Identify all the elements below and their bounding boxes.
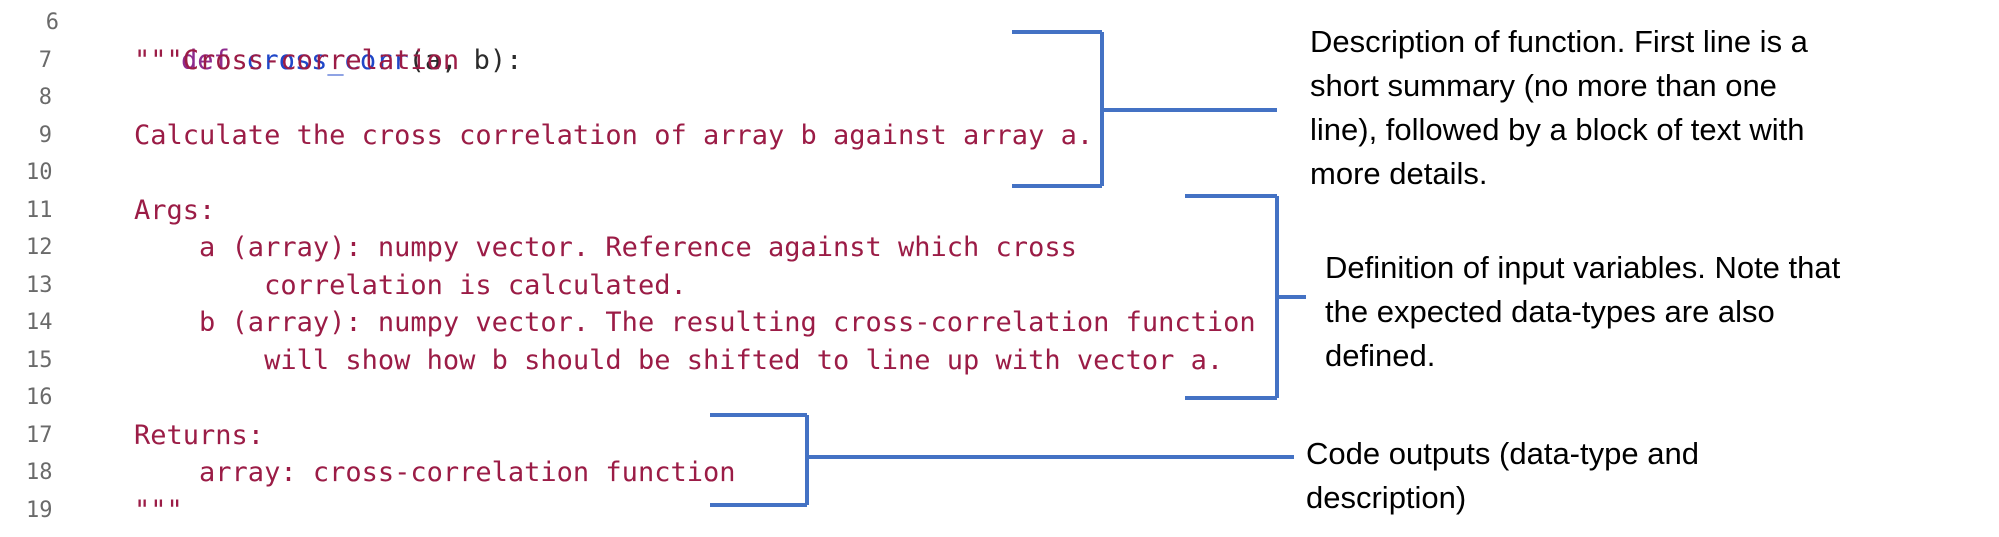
annotation-line: more details.	[1310, 156, 1488, 191]
code-line-6: 6 def cross_corr(a, b):	[0, 4, 523, 76]
docstring-text: b (array): numpy vector. The resulting c…	[69, 307, 1256, 338]
inputs-bracket	[1185, 194, 1306, 400]
code-text: b (array): numpy vector. The resulting c…	[69, 304, 1256, 342]
line-number: 6	[45, 10, 59, 35]
annotation-line: defined.	[1325, 338, 1436, 373]
line-number: 18	[26, 460, 53, 485]
docstring-text: array: cross-correlation function	[69, 457, 736, 488]
line-number: 11	[26, 197, 53, 223]
line-number: 17	[26, 422, 53, 448]
annotation-line: Definition of input variables. Note that	[1325, 250, 1841, 285]
outputs-annotation: Code outputs (data-type and description)	[1306, 432, 1699, 520]
annotation-line: description)	[1306, 480, 1467, 515]
annotation-line: Code outputs (data-type and	[1306, 436, 1699, 471]
code-text: Args:	[69, 192, 215, 230]
outputs-bracket	[710, 413, 1294, 507]
code-text: """Cross-correlation	[69, 42, 459, 80]
line-number: 9	[38, 122, 52, 148]
code-text: Calculate the cross correlation of array…	[69, 117, 1093, 155]
code-text: array: cross-correlation function	[69, 454, 735, 492]
line-number: 14	[26, 310, 53, 335]
docstring-text: a (array): numpy vector. Reference again…	[69, 232, 1077, 263]
inputs-annotation: Definition of input variables. Note that…	[1325, 246, 1840, 378]
line-number: 7	[38, 47, 52, 73]
code-text: """	[69, 492, 183, 530]
function-signature: (a, b):	[408, 45, 523, 76]
docstring-text: """Cross-correlation	[69, 44, 460, 76]
code-text: a (array): numpy vector. Reference again…	[69, 229, 1077, 267]
line-number: 12	[26, 235, 53, 260]
line-number: 10	[26, 160, 53, 185]
code-text: def cross_corr(a, b):	[51, 4, 522, 118]
def-keyword: def	[181, 45, 247, 76]
docstring-text: Args:	[69, 194, 216, 226]
line-number: 13	[26, 272, 53, 298]
code-text: Returns:	[69, 417, 264, 455]
line-number: 15	[26, 347, 53, 373]
line-number: 19	[26, 497, 53, 523]
code-text: correlation is calculated.	[69, 267, 687, 305]
docstring-text: Calculate the cross correlation of array…	[69, 119, 1094, 151]
annotation-line: Description of function. First line is a	[1310, 24, 1808, 59]
line-number: 8	[38, 85, 52, 110]
annotation-line: the expected data-types are also	[1325, 294, 1775, 329]
description-annotation: Description of function. First line is a…	[1310, 20, 1808, 196]
code-text: will show how b should be shifted to lin…	[69, 342, 1223, 380]
docstring-text: will show how b should be shifted to lin…	[69, 344, 1224, 376]
line-number: 16	[26, 385, 53, 410]
docstring-text: """	[69, 494, 183, 526]
docstring-text: correlation is calculated.	[69, 269, 687, 301]
annotation-line: short summary (no more than one	[1310, 68, 1777, 103]
annotation-line: line), followed by a block of text with	[1310, 112, 1805, 147]
docstring-text: Returns:	[69, 419, 265, 451]
description-bracket	[1012, 30, 1277, 188]
function-name: cross_corr	[246, 45, 409, 76]
